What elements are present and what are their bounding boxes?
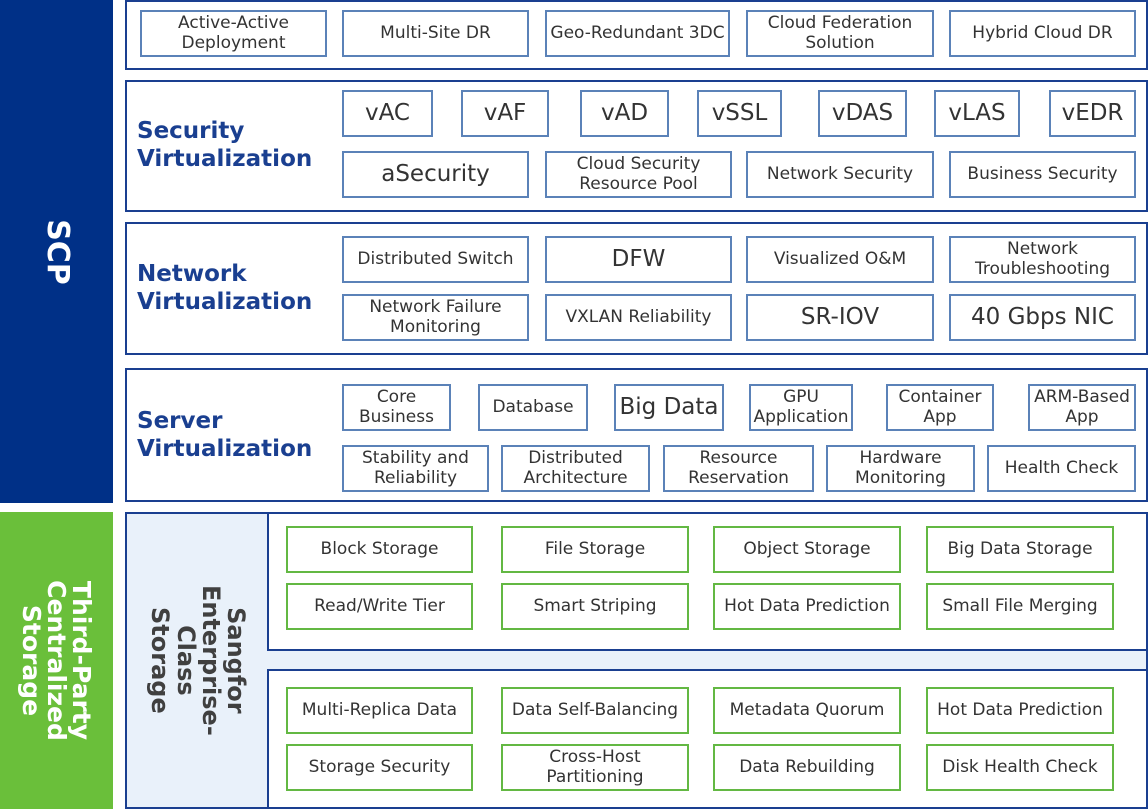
object-storage-box: Object Storage (713, 526, 901, 573)
active-active-deployment-box: Active-Active Deployment (140, 10, 327, 57)
resource-reservation-box: Resource Reservation (663, 445, 814, 492)
vedr-box: vEDR (1049, 90, 1136, 137)
arm-based-app-box: ARM-Based App (1028, 384, 1136, 431)
distributed-architecture-box: Distributed Architecture (501, 445, 650, 492)
disk-health-check-box: Disk Health Check (926, 744, 1114, 791)
block-storage-box: Block Storage (286, 526, 473, 573)
hybrid-cloud-dr-box: Hybrid Cloud DR (949, 10, 1136, 57)
cross-host-partitioning-box: Cross-Host Partitioning (501, 744, 689, 791)
vlas-box: vLAS (934, 90, 1020, 137)
third-party-storage-label: Third-Party Centralized Storage (17, 580, 97, 741)
database-box: Database (478, 384, 588, 431)
stability-reliability-box: Stability and Reliability (342, 445, 489, 492)
distributed-switch-box: Distributed Switch (342, 236, 529, 283)
multi-site-dr-box: Multi-Site DR (342, 10, 529, 57)
vssl-box: vSSL (697, 90, 782, 137)
hot-data-prediction-box-2: Hot Data Prediction (926, 687, 1114, 734)
small-file-merging-box: Small File Merging (926, 583, 1114, 630)
read-write-tier-box: Read/Write Tier (286, 583, 473, 630)
security-virtualization-label: Security Virtualization (137, 118, 313, 172)
data-self-balancing-box: Data Self-Balancing (501, 687, 689, 734)
scp-sidebar: SCP (0, 0, 113, 503)
network-failure-monitoring-box: Network Failure Monitoring (342, 294, 529, 341)
40-gbps-nic-box: 40 Gbps NIC (949, 294, 1136, 341)
network-security-box: Network Security (746, 151, 934, 198)
cloud-security-resource-pool-box: Cloud Security Resource Pool (545, 151, 732, 198)
vad-box: vAD (580, 90, 669, 137)
smart-striping-box: Smart Striping (501, 583, 689, 630)
storage-security-box: Storage Security (286, 744, 473, 791)
hot-data-prediction-box: Hot Data Prediction (713, 583, 901, 630)
server-virtualization-label: Server Virtualization (137, 408, 313, 462)
file-storage-box: File Storage (501, 526, 689, 573)
container-app-box: Container App (886, 384, 994, 431)
business-security-box: Business Security (949, 151, 1136, 198)
health-check-box: Health Check (987, 445, 1136, 492)
network-troubleshooting-box: Network Troubleshooting (949, 236, 1136, 283)
visualized-om-box: Visualized O&M (746, 236, 934, 283)
scp-label: SCP (39, 218, 75, 285)
vaf-box: vAF (461, 90, 549, 137)
metadata-quorum-box: Metadata Quorum (713, 687, 901, 734)
sr-iov-box: SR-IOV (746, 294, 934, 341)
vxlan-reliability-box: VXLAN Reliability (545, 294, 732, 341)
enterprise-storage-label: Sangfor Enterprise- Class Storage (145, 585, 250, 736)
cloud-federation-solution-box: Cloud Federation Solution (746, 10, 934, 57)
multi-replica-data-box: Multi-Replica Data (286, 687, 473, 734)
third-party-storage-sidebar: Third-Party Centralized Storage (0, 512, 113, 809)
vac-box: vAC (342, 90, 433, 137)
dfw-box: DFW (545, 236, 732, 283)
hardware-monitoring-box: Hardware Monitoring (826, 445, 975, 492)
big-data-storage-box: Big Data Storage (926, 526, 1114, 573)
gpu-application-box: GPU Application (749, 384, 853, 431)
vdas-box: vDAS (818, 90, 907, 137)
big-data-box: Big Data (614, 384, 724, 431)
data-rebuilding-box: Data Rebuilding (713, 744, 901, 791)
core-business-box: Core Business (342, 384, 451, 431)
geo-redundant-3dc-box: Geo-Redundant 3DC (545, 10, 730, 57)
enterprise-storage-label-area: Sangfor Enterprise- Class Storage (127, 514, 267, 807)
network-virtualization-label: Network Virtualization (137, 261, 313, 315)
asecurity-box: aSecurity (342, 151, 529, 198)
